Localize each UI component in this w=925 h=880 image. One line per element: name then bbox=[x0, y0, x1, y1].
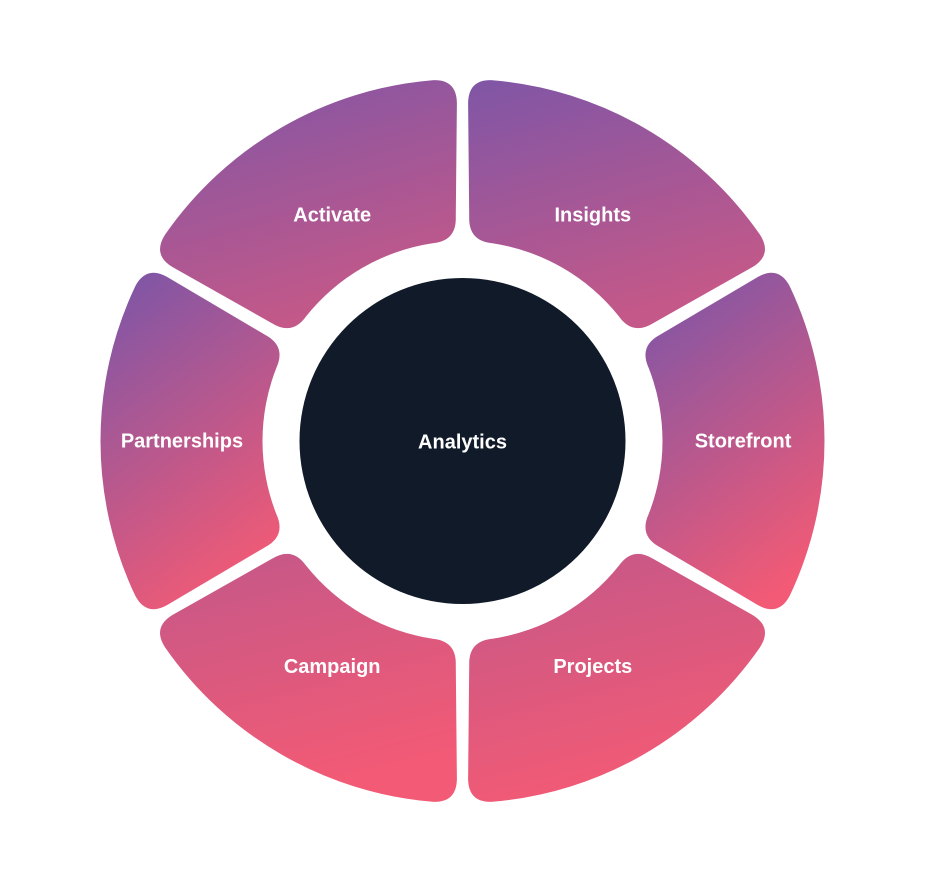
segment-projects-label: Projects bbox=[553, 656, 632, 678]
hub[interactable]: Analytics bbox=[299, 278, 626, 604]
segment-campaign[interactable]: Campaign bbox=[160, 553, 457, 802]
segment-insights[interactable]: Insights bbox=[468, 80, 765, 329]
segment-partnerships[interactable]: Partnerships bbox=[100, 272, 280, 610]
segment-campaign-label: Campaign bbox=[284, 656, 381, 678]
segment-insights-label: Insights bbox=[554, 205, 631, 227]
segment-storefront-shape[interactable] bbox=[645, 272, 825, 610]
hub-label: Analytics bbox=[418, 431, 507, 453]
segment-storefront[interactable]: Storefront bbox=[645, 272, 825, 610]
segment-partnerships-shape[interactable] bbox=[100, 272, 280, 610]
segment-projects[interactable]: Projects bbox=[468, 553, 765, 802]
segment-storefront-label: Storefront bbox=[695, 430, 792, 452]
segment-activate[interactable]: Activate bbox=[160, 80, 457, 329]
segment-activate-label: Activate bbox=[293, 205, 371, 227]
segment-activate-shape[interactable] bbox=[160, 80, 457, 329]
segment-campaign-shape[interactable] bbox=[160, 553, 457, 802]
segments-layer: Activate Insights Storefront Projects Ca… bbox=[100, 80, 825, 802]
segment-partnerships-label: Partnerships bbox=[121, 430, 243, 452]
hub-circle[interactable] bbox=[299, 278, 626, 604]
segment-projects-shape[interactable] bbox=[468, 553, 765, 802]
segment-insights-shape[interactable] bbox=[468, 80, 765, 329]
